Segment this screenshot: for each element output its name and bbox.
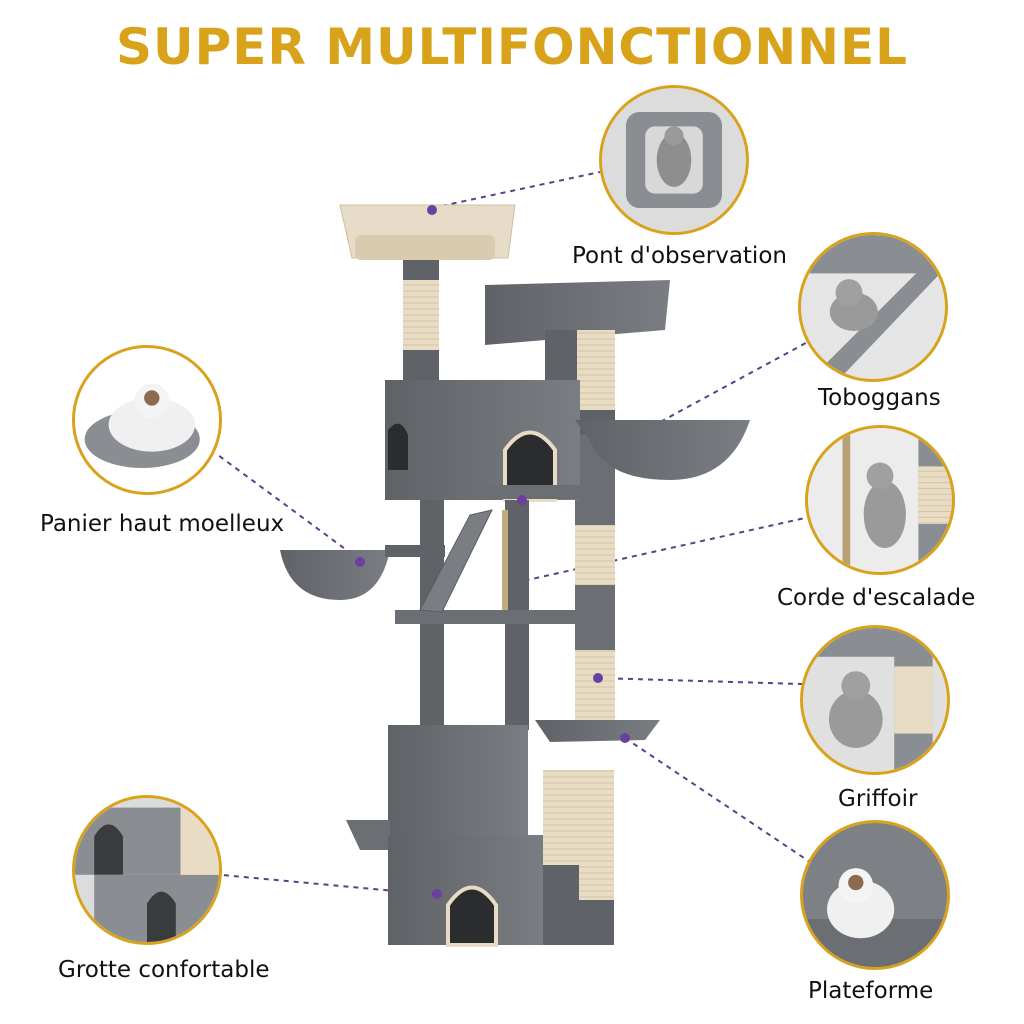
- line-griffoir: [597, 677, 803, 685]
- page-title: SUPER MULTIFONCTIONNEL: [115, 18, 909, 76]
- bubble-corde-escalade: [805, 425, 955, 575]
- label-corde-escalade: Corde d'escalade: [777, 585, 976, 611]
- bubble-panier-haut: [72, 345, 222, 495]
- line-plateforme: [624, 737, 811, 863]
- label-plateforme: Plateforme: [808, 978, 934, 1004]
- bubble-pont-observation: [599, 85, 749, 235]
- cat-on-ramp-icon: [801, 235, 945, 379]
- label-griffoir: Griffoir: [838, 786, 918, 812]
- line-pont: [431, 171, 601, 209]
- cat-climbing-rope-icon: [808, 428, 952, 572]
- cat-scratching-post-icon: [803, 628, 947, 772]
- cat-in-cave-icon: [75, 798, 219, 942]
- label-pont-observation: Pont d'observation: [572, 243, 787, 269]
- cat-on-platform-icon: [803, 823, 947, 967]
- line-corde: [504, 517, 806, 586]
- bubble-grotte: [72, 795, 222, 945]
- line-grotte: [221, 874, 439, 896]
- bubble-plateforme: [800, 820, 950, 970]
- cat-tree-image: [280, 204, 750, 947]
- label-panier-haut: Panier haut moelleux: [40, 511, 285, 537]
- label-grotte: Grotte confortable: [58, 957, 270, 983]
- label-toboggans: Toboggans: [818, 385, 941, 411]
- cat-in-basket-icon: [75, 348, 219, 492]
- bubble-griffoir: [800, 625, 950, 775]
- cat-on-top-platform-icon: [602, 88, 746, 232]
- bubble-toboggans: [798, 232, 948, 382]
